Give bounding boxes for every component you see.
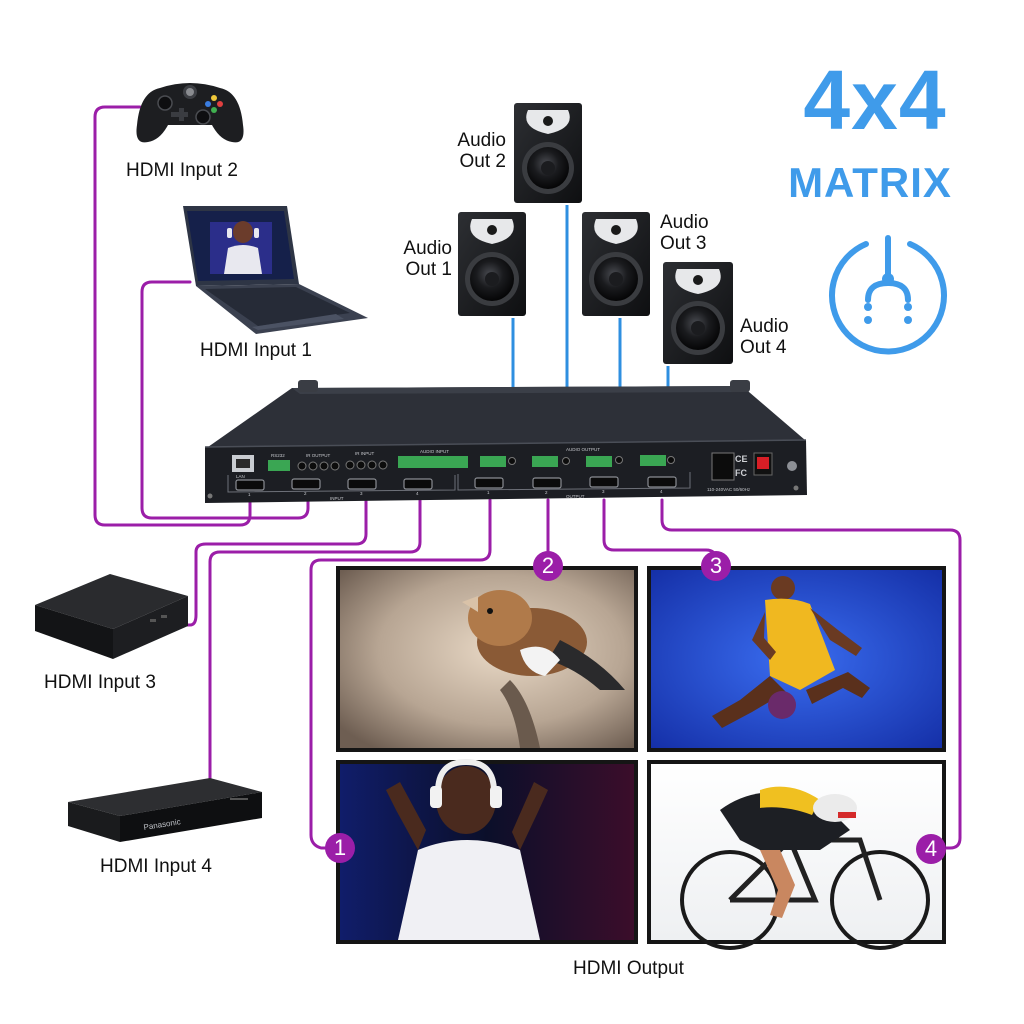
game-controller-icon	[136, 83, 244, 143]
label-audio-out-3: Audio Out 3	[660, 212, 709, 254]
ce-mark: CE	[735, 454, 748, 464]
hdmi-input-port-4	[403, 478, 433, 490]
label-audio-out-3-line1: Audio	[660, 212, 709, 233]
cable-output-4	[660, 498, 962, 850]
audio-input-terminal	[398, 456, 468, 468]
audio-output-terminal-2	[532, 456, 558, 467]
audio-input-label: AUDIO INPUT	[420, 449, 449, 454]
out-port-num-3: 3	[602, 489, 605, 494]
output-label: OUTPUT	[566, 494, 585, 499]
in-port-num-3: 3	[360, 491, 363, 496]
badge-output-2: 2	[533, 551, 563, 581]
power-socket	[711, 452, 735, 481]
audio-output-terminal-1	[480, 456, 506, 467]
in-port-num-1: 1	[248, 492, 251, 497]
speaker-audio-out-1	[458, 212, 526, 316]
in-port-num-2: 2	[304, 491, 307, 496]
label-audio-out-4-line1: Audio	[740, 316, 789, 337]
speaker-audio-out-2	[514, 103, 582, 203]
device-ear-left	[298, 380, 318, 392]
cable-input-2	[93, 105, 252, 527]
hdmi-output-port-3	[589, 476, 619, 488]
label-audio-out-2: Audio Out 2	[440, 130, 506, 172]
input-cables	[93, 105, 422, 787]
rs232-label: RS232	[271, 453, 285, 458]
rs232-terminal	[268, 460, 290, 471]
hdmi-output-port-2	[532, 477, 562, 489]
ir-output-label: IR OUTPUT	[306, 453, 331, 458]
matrix-routing-icon	[829, 235, 947, 355]
title-4x4: 4x4	[803, 53, 947, 147]
screen-output-1	[336, 758, 638, 944]
hdmi-input-port-3	[347, 478, 377, 490]
screen-output-3	[647, 566, 946, 752]
label-audio-out-1: Audio Out 1	[386, 238, 452, 280]
label-audio-out-3-line2: Out 3	[660, 233, 707, 254]
hdmi-input-port-1	[235, 479, 265, 491]
out-port-num-2: 2	[545, 490, 548, 495]
cable-input-1	[140, 280, 310, 520]
ir-input-label: IR INPUT	[355, 451, 375, 456]
out-port-num-4: 4	[660, 489, 663, 494]
screen-output-4	[647, 760, 946, 950]
input-label: INPUT	[330, 496, 344, 501]
device-top	[208, 386, 805, 447]
blu-ray-player-icon: Panasonic	[68, 778, 262, 842]
cable-input-4	[208, 498, 422, 787]
ground-screw	[787, 461, 797, 471]
in-port-num-4: 4	[416, 491, 419, 496]
speaker-audio-out-4	[663, 262, 733, 364]
audio-output-terminal-3	[586, 456, 612, 467]
laptop-icon	[183, 206, 368, 334]
cable-output-1	[309, 498, 492, 850]
label-hdmi-input-1: HDMI Input 1	[200, 340, 312, 361]
out-port-num-1: 1	[487, 490, 490, 495]
screen-output-2	[336, 566, 638, 752]
label-audio-out-1-line2: Out 1	[405, 259, 452, 280]
matrix-switcher	[204, 380, 807, 503]
label-audio-out-2-line2: Out 2	[459, 151, 506, 172]
power-label: 110-240VAC 50/60Hz	[707, 487, 751, 492]
audio-output-label: AUDIO OUTPUT	[566, 447, 600, 452]
badge-output-3: 3	[701, 551, 731, 581]
label-hdmi-input-3: HDMI Input 3	[44, 672, 156, 693]
media-box-icon	[35, 574, 188, 659]
lan-label: LAN	[236, 474, 245, 479]
label-hdmi-input-2: HDMI Input 2	[126, 160, 238, 181]
device-ear-right	[730, 380, 750, 392]
speaker-audio-out-3	[582, 212, 650, 316]
label-hdmi-input-4: HDMI Input 4	[100, 856, 212, 877]
label-audio-out-4: Audio Out 4	[740, 316, 789, 358]
badge-output-4: 4	[916, 834, 946, 864]
output-cables	[309, 498, 962, 850]
label-audio-out-2-line1: Audio	[457, 130, 506, 151]
title-matrix: MATRIX	[788, 159, 952, 206]
label-audio-out-4-line2: Out 4	[740, 337, 787, 358]
fc-mark: FC	[735, 468, 747, 478]
hdmi-output-port-1	[474, 477, 504, 489]
audio-output-terminal-4	[640, 455, 666, 466]
cable-input-3	[178, 498, 368, 627]
hdmi-input-port-2	[291, 478, 321, 490]
label-hdmi-output: HDMI Output	[573, 958, 684, 979]
hdmi-output-port-4	[647, 476, 677, 488]
label-audio-out-1-line1: Audio	[403, 238, 452, 259]
badge-output-1: 1	[325, 833, 355, 863]
